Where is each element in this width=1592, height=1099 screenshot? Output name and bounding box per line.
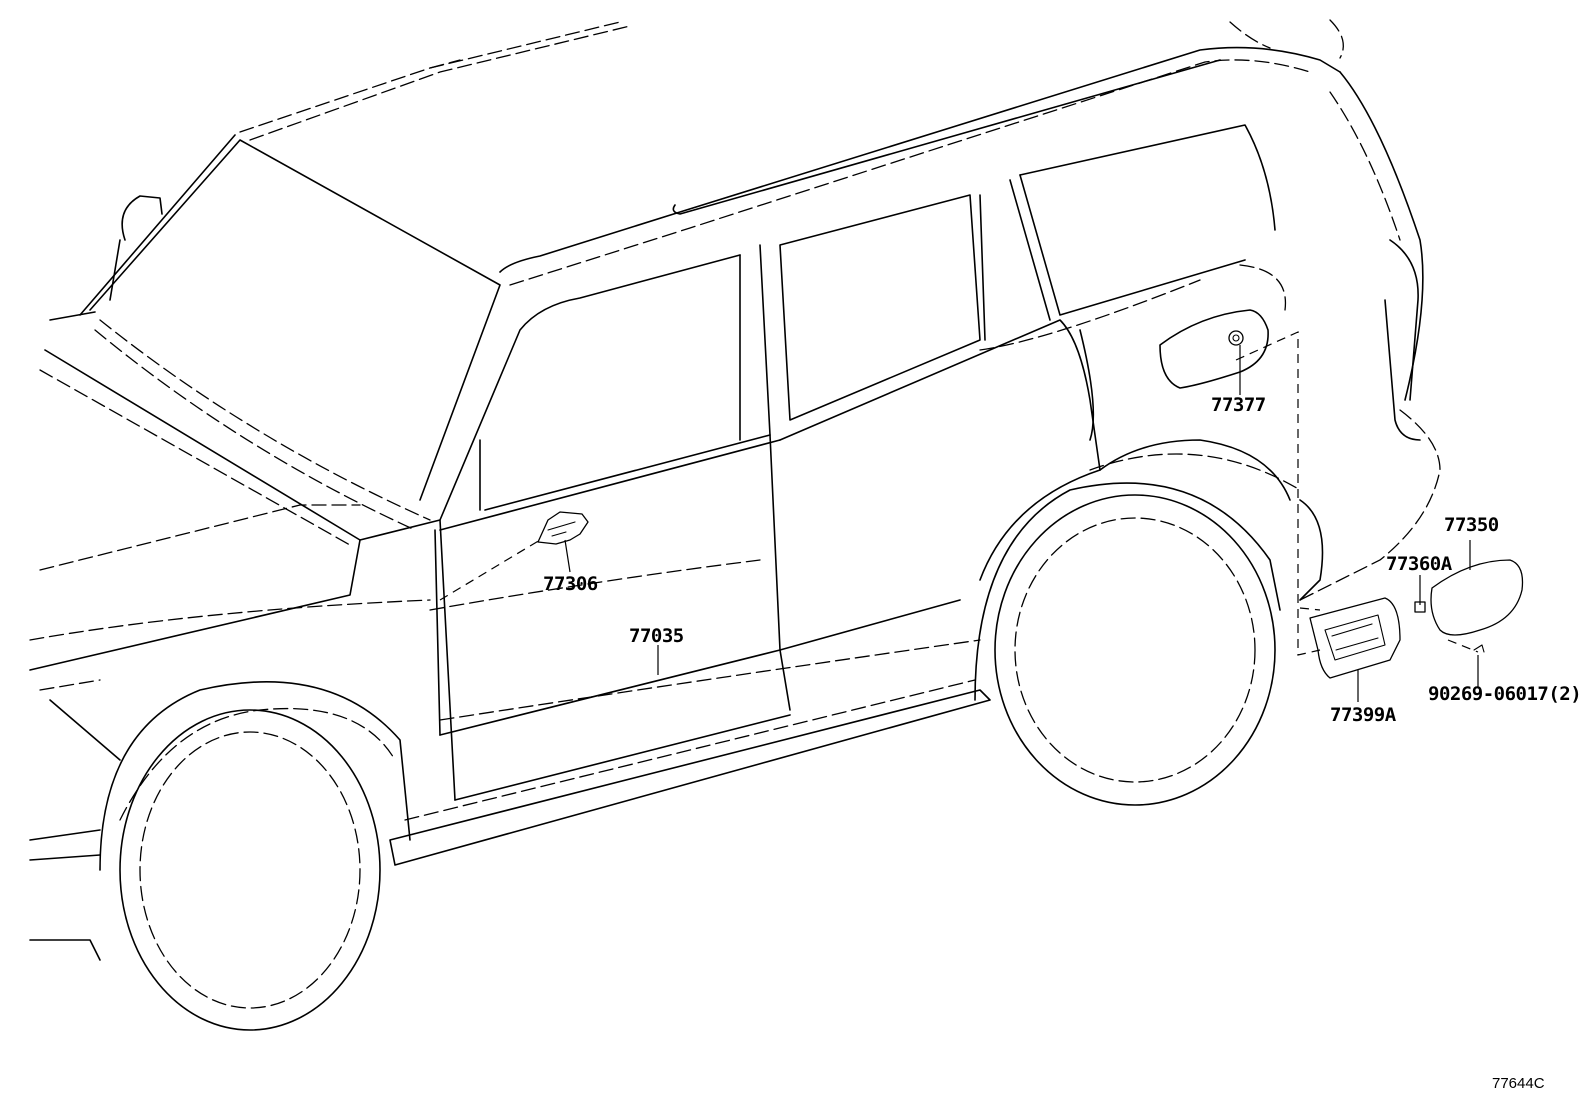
part-77399A-shape bbox=[1309, 597, 1401, 679]
label-77350: 77350 bbox=[1444, 514, 1499, 536]
part-labels: 77306 77035 77377 77350 77360A 77399A 90… bbox=[543, 394, 1582, 1092]
label-90269: 90269-06017(2) bbox=[1428, 683, 1581, 705]
part-77377-shape bbox=[1228, 330, 1244, 346]
part-90269-shape bbox=[1473, 644, 1485, 653]
label-77377: 77377 bbox=[1211, 394, 1266, 416]
part-77350-shape bbox=[1430, 559, 1524, 636]
label-77035: 77035 bbox=[629, 625, 684, 647]
label-77360A: 77360A bbox=[1386, 553, 1453, 575]
drawing-code: 77644C bbox=[1492, 1075, 1545, 1092]
label-77306: 77306 bbox=[543, 573, 598, 595]
vehicle-outline bbox=[29, 19, 1441, 1031]
part-77306-shape bbox=[537, 511, 589, 545]
label-77399A: 77399A bbox=[1330, 704, 1397, 726]
leader-lines bbox=[439, 331, 1479, 702]
fuel-door-on-body bbox=[1159, 309, 1269, 389]
